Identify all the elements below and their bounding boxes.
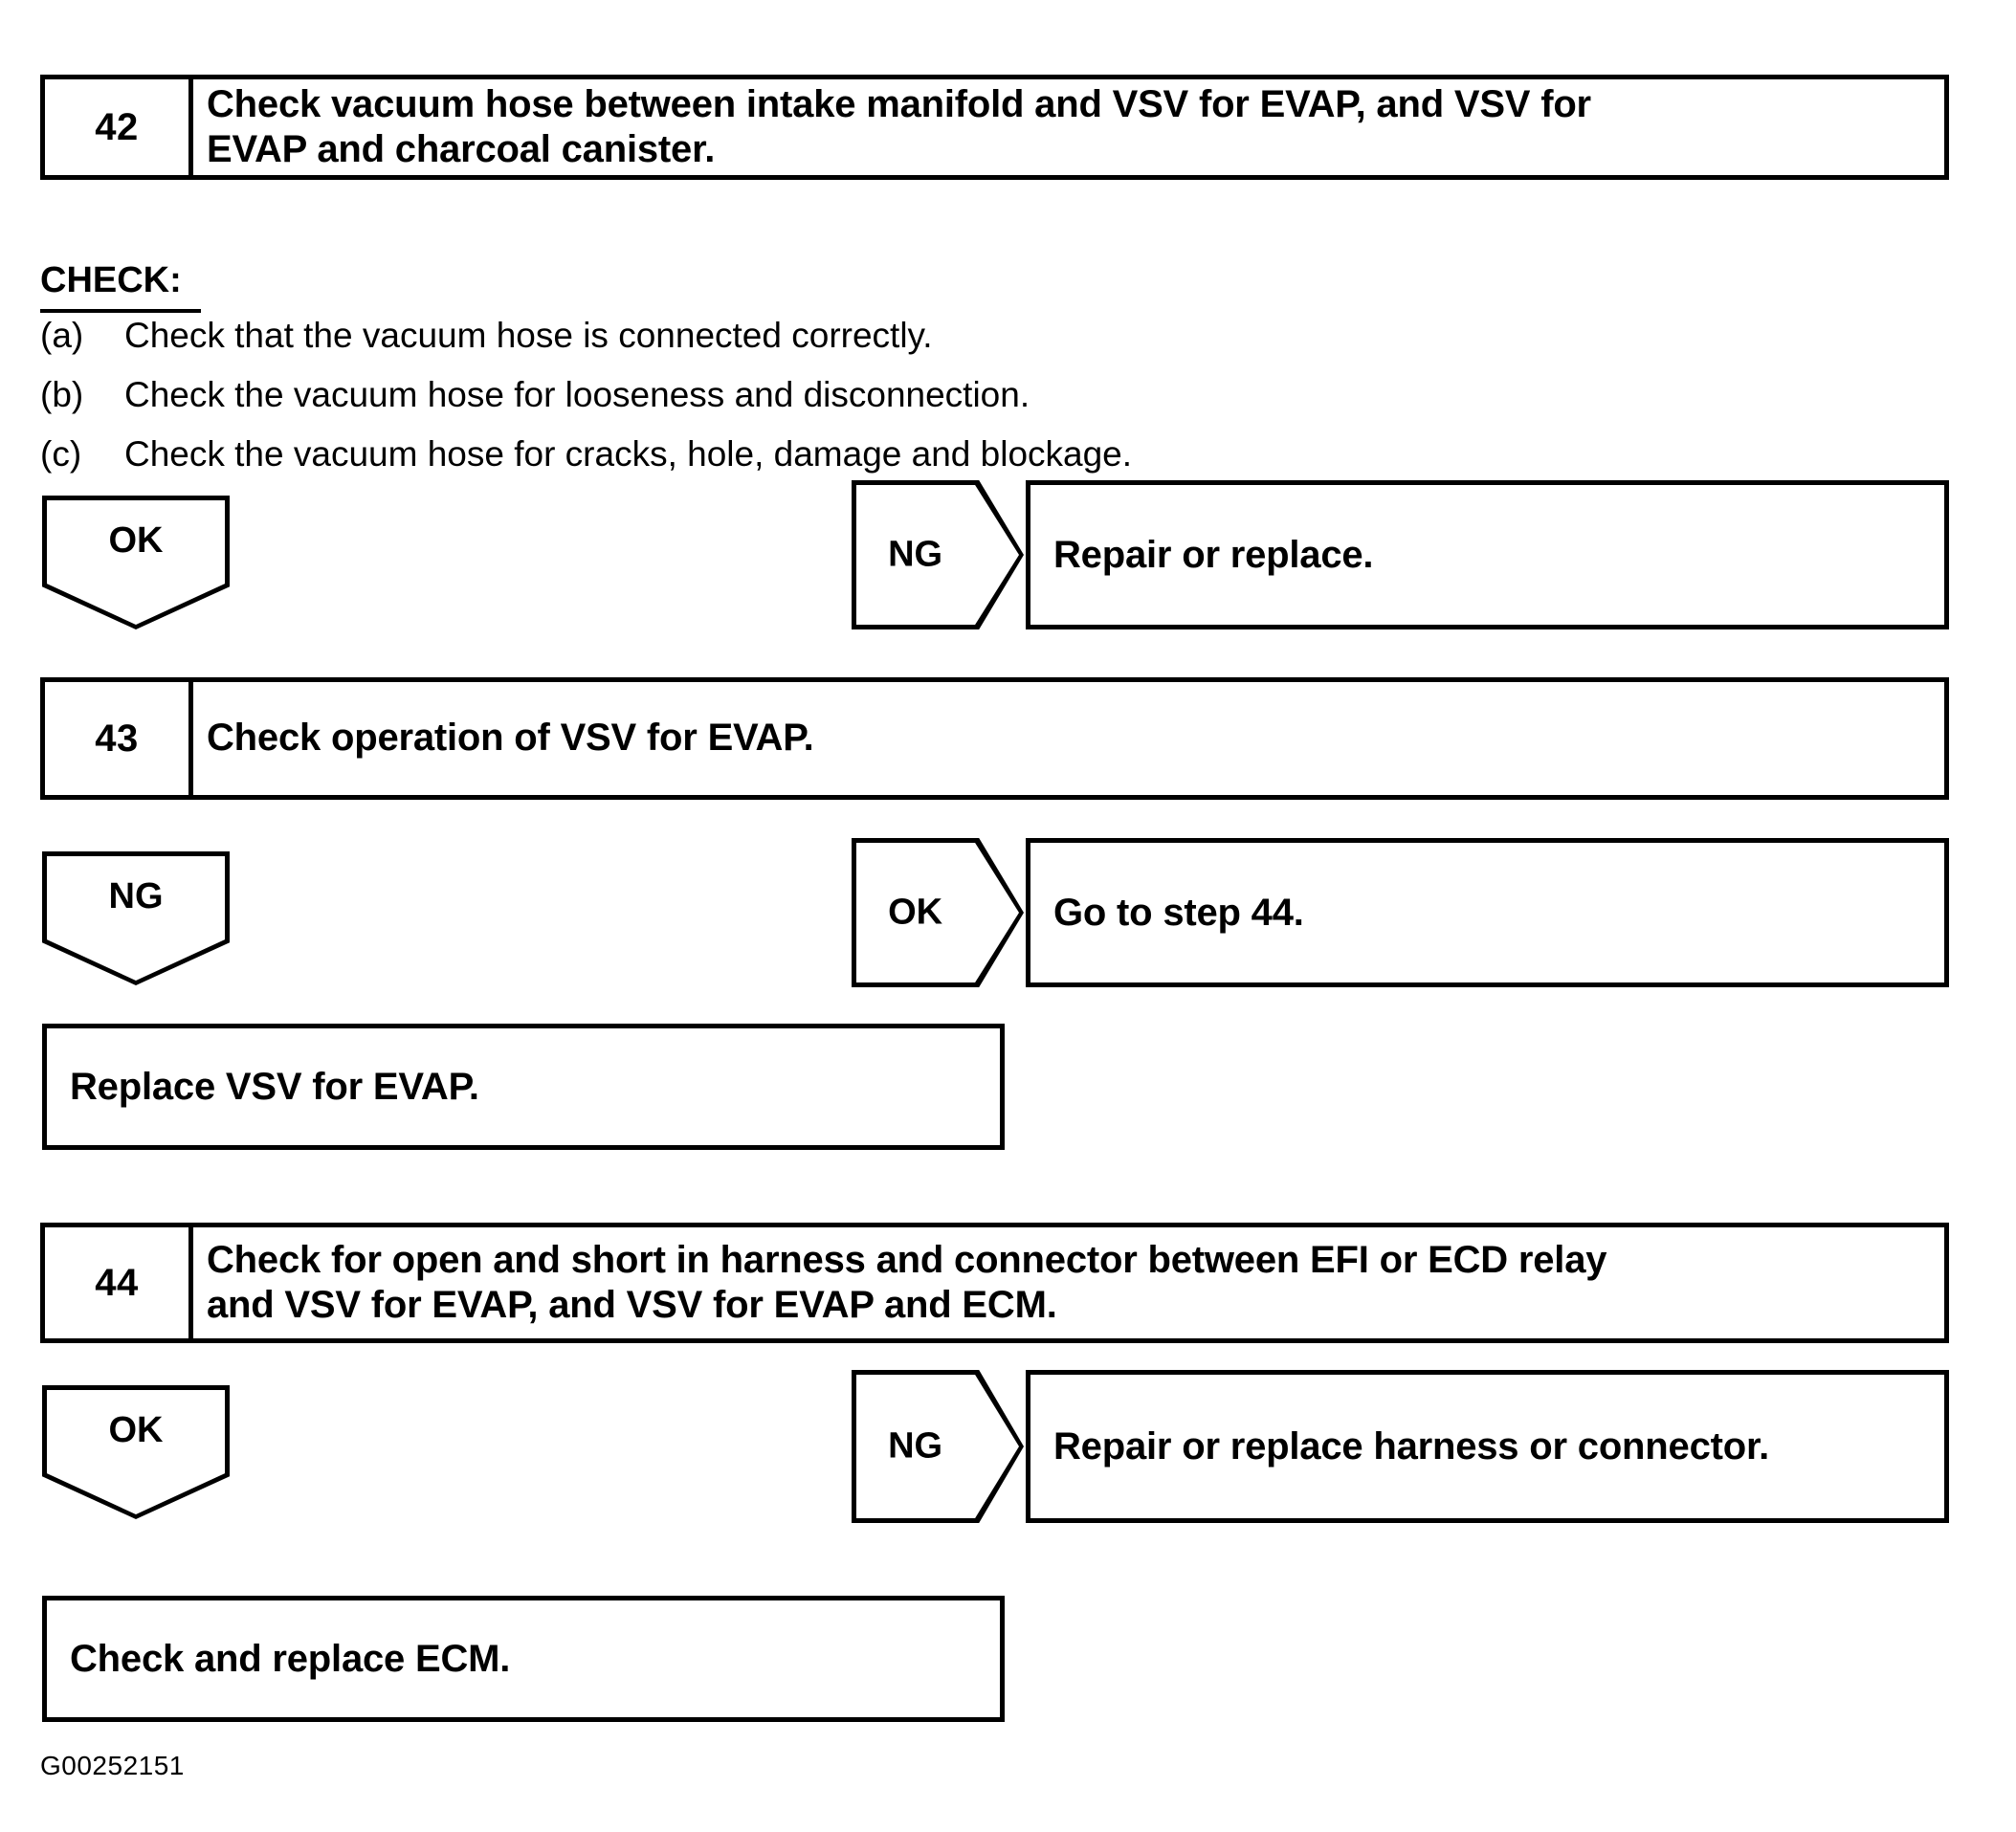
check-item-a: (a) Check that the vacuum hose is connect…	[40, 316, 933, 356]
step-description-43: Check operation of VSV for EVAP.	[193, 682, 1944, 795]
branch-ng-arrow-step-42-label: NG	[888, 534, 943, 575]
step-description-42: Check vacuum hose between intake manifol…	[193, 79, 1944, 175]
check-item-c-marker: (c)	[40, 434, 82, 474]
branch-ng-arrow-step-43-fill	[47, 856, 225, 981]
branch-ok-arrow-step-43: OK	[852, 838, 1024, 987]
check-heading-underline	[40, 309, 201, 313]
branch-ok-arrow-step-42-fill	[47, 500, 225, 625]
step-box-43: 43 Check operation of VSV for EVAP.	[40, 677, 1949, 800]
step-42-line-2: EVAP and charcoal canister.	[207, 128, 716, 170]
check-item-b-text: Check the vacuum hose for looseness and …	[124, 375, 1030, 414]
step-number-43: 43	[45, 682, 193, 795]
result-box-check-and-replace-ecm: Check and replace ECM.	[42, 1596, 1005, 1722]
step-number-42: 42	[45, 79, 193, 175]
result-box-repair-or-replace-harness-text: Repair or replace harness or connector.	[1053, 1424, 1770, 1468]
step-43-line-1: Check operation of VSV for EVAP.	[207, 717, 814, 760]
branch-ok-arrow-step-42-label: OK	[108, 520, 164, 561]
check-heading: CHECK:	[40, 260, 182, 300]
branch-ng-arrow-step-42: NG	[852, 480, 1024, 629]
step-44-line-1: Check for open and short in harness and …	[207, 1238, 1607, 1281]
result-box-repair-or-replace: Repair or replace.	[1026, 480, 1949, 629]
result-box-repair-or-replace-harness: Repair or replace harness or connector.	[1026, 1370, 1949, 1523]
step-description-44: Check for open and short in harness and …	[193, 1227, 1944, 1338]
check-item-a-marker: (a)	[40, 316, 84, 355]
branch-ng-arrow-step-43: NG	[42, 851, 230, 985]
check-item-b: (b) Check the vacuum hose for looseness a…	[40, 375, 1030, 415]
branch-ng-arrow-step-44-label: NG	[888, 1425, 943, 1467]
result-box-replace-vsv-for-evap: Replace VSV for EVAP.	[42, 1024, 1005, 1150]
result-box-go-to-step-44-text: Go to step 44.	[1053, 891, 1304, 934]
step-number-44: 44	[45, 1227, 193, 1338]
step-box-42: 42 Check vacuum hose between intake mani…	[40, 75, 1949, 180]
check-item-c: (c) Check the vacuum hose for cracks, hol…	[40, 434, 1132, 475]
branch-ok-arrow-step-44-fill	[47, 1390, 225, 1514]
result-box-check-and-replace-ecm-text: Check and replace ECM.	[70, 1637, 511, 1680]
step-42-line-1: Check vacuum hose between intake manifol…	[207, 82, 1591, 125]
figure-id-code: G00252151	[40, 1751, 185, 1780]
result-box-go-to-step-44: Go to step 44.	[1026, 838, 1949, 987]
branch-ng-arrow-step-43-label: NG	[108, 876, 164, 916]
result-box-replace-vsv-for-evap-text: Replace VSV for EVAP.	[70, 1065, 479, 1108]
check-item-b-marker: (b)	[40, 375, 84, 414]
step-box-44: 44 Check for open and short in harness a…	[40, 1223, 1949, 1343]
branch-ok-arrow-step-44: OK	[42, 1385, 230, 1519]
branch-ok-arrow-step-42: OK	[42, 496, 230, 629]
branch-ng-arrow-step-44: NG	[852, 1370, 1024, 1523]
check-item-c-text: Check the vacuum hose for cracks, hole, …	[124, 434, 1133, 474]
branch-ok-arrow-step-44-label: OK	[108, 1410, 164, 1450]
check-item-a-text: Check that the vacuum hose is connected …	[124, 316, 933, 355]
branch-ok-arrow-step-43-label: OK	[888, 892, 943, 933]
result-box-repair-or-replace-text: Repair or replace.	[1053, 533, 1374, 576]
step-44-line-2: and VSV for EVAP, and VSV for EVAP and E…	[207, 1284, 1057, 1326]
